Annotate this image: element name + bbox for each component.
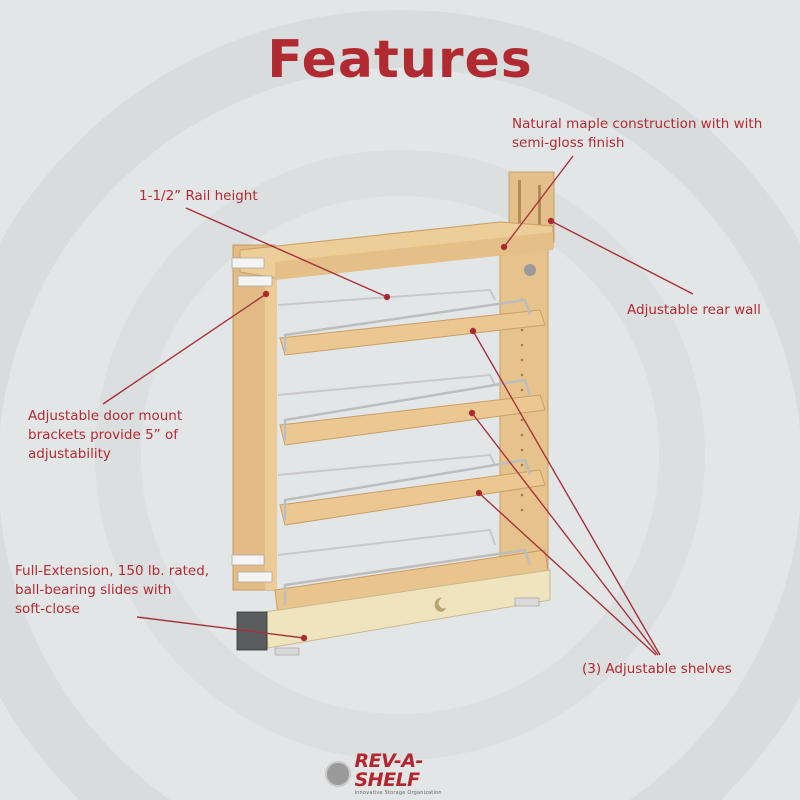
- callout-slides: Full-Extension, 150 lb. rated, ball-bear…: [15, 563, 210, 617]
- shelf-2: [277, 373, 546, 446]
- leader-shelf-1: [472, 330, 661, 656]
- base: [236, 569, 551, 656]
- left-side-panel: [232, 244, 277, 591]
- callout-rear-wall: Adjustable rear wall: [627, 302, 761, 318]
- brand-tagline: Innovative Storage Organization: [354, 789, 442, 796]
- brand-logo: REV-A-SHELF Innovative Storage Organizat…: [325, 751, 485, 796]
- leader-door-mount: [102, 293, 267, 405]
- top-rail: [239, 221, 554, 280]
- leader-lines: [102, 155, 694, 656]
- brand-name: REV-A-SHELF: [354, 749, 424, 791]
- leader-rear-wall: [550, 220, 694, 295]
- logo-mark-icon: [325, 761, 351, 787]
- leader-natural-maple: [503, 155, 574, 248]
- callout-door-mount: Adjustable door mount brackets provide 5…: [28, 408, 183, 462]
- callout-rail-height: 1-1/2” Rail height: [139, 188, 258, 204]
- door-mount-brackets: [231, 257, 273, 583]
- leader-slides: [136, 616, 305, 639]
- shelf-1: [277, 288, 546, 356]
- leader-shelf-3: [478, 492, 657, 656]
- callout-shelves: (3) Adjustable shelves: [582, 661, 732, 677]
- leader-shelf-2: [471, 412, 659, 656]
- shelf-3: [277, 453, 546, 526]
- callout-natural-maple: Natural maple construction with with sem…: [512, 116, 763, 151]
- leader-rail-height: [185, 207, 388, 298]
- page-title: Features: [267, 30, 533, 90]
